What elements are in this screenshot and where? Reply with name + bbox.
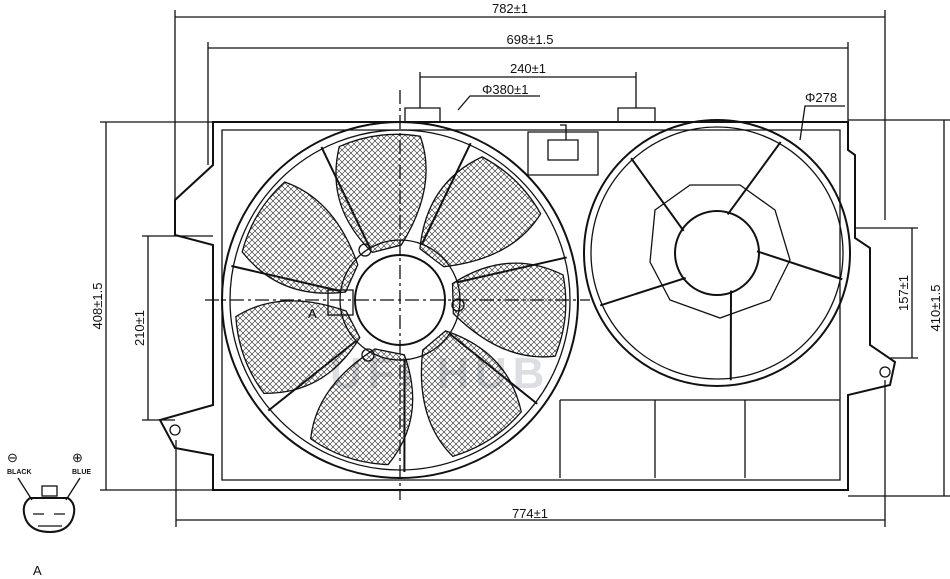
dim-large-fan-diameter: Φ380±1 xyxy=(482,82,528,97)
dim-left-height: 408±1.5 xyxy=(90,283,105,330)
fan-blade xyxy=(420,330,522,458)
fan-blade xyxy=(235,300,361,394)
dim-mount-spacing: 240±1 xyxy=(510,61,546,76)
dim-overall-width: 782±1 xyxy=(492,1,528,16)
guard-spoke xyxy=(599,276,686,307)
large-fan xyxy=(205,90,590,500)
negative-symbol: ⊖ xyxy=(7,450,18,465)
dimension-lines xyxy=(100,10,950,527)
fan-blade xyxy=(335,133,427,254)
dim-right-height: 410±1.5 xyxy=(928,285,943,332)
fan-blade xyxy=(309,348,414,466)
dim-left-mount-height: 210±1 xyxy=(132,310,147,346)
dim-right-mount-height: 157±1 xyxy=(896,275,911,311)
guard-spoke xyxy=(756,250,843,281)
positive-label: BLUE xyxy=(72,469,91,476)
guard-spoke xyxy=(726,141,782,216)
guard-spoke xyxy=(420,142,472,245)
fan-blade xyxy=(241,181,359,294)
positive-symbol: ⊕ xyxy=(72,450,83,465)
connector-detail: ⊖ ⊕ BLACK BLUE A xyxy=(7,450,91,578)
dim-bottom-width: 774±1 xyxy=(512,506,548,521)
negative-label: BLACK xyxy=(7,469,32,476)
small-fan xyxy=(583,119,851,387)
section-marker: A xyxy=(308,306,317,321)
dim-small-fan-diameter: Φ278 xyxy=(805,90,837,105)
motor-connector xyxy=(327,289,354,316)
guard-spoke xyxy=(630,157,685,232)
connector-title: A xyxy=(33,563,42,578)
shroud-frame xyxy=(158,107,897,491)
dim-shroud-width: 698±1.5 xyxy=(507,32,554,47)
fan-blade xyxy=(451,262,567,358)
